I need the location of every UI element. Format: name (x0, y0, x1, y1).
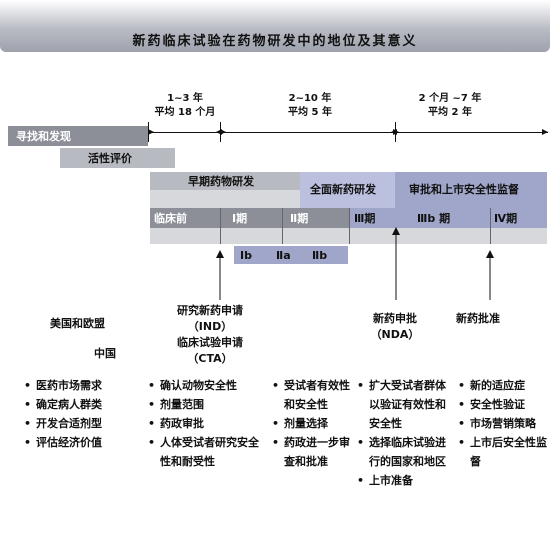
subphase-row (234, 246, 348, 264)
divider (349, 208, 350, 244)
list-item: 新的适应症 (458, 376, 548, 395)
phase-3: Ⅲ期 (350, 208, 395, 228)
milestone-ind-cta: 研究新药申请 （IND） 临床试验申请 （CTA） (160, 303, 260, 367)
phase-preclinical: 临床前 (154, 212, 187, 225)
region-us-eu: 美国和欧盟 (50, 317, 105, 330)
bar-activity: 活性评价 (60, 148, 175, 168)
timeline-line (148, 132, 548, 133)
cta-abbr: （CTA） (187, 352, 233, 365)
early-strip (150, 190, 300, 208)
milestone-nda: 新药申批 （NDA） (355, 311, 435, 343)
period-3: 2 个月 ~7 年 平均 2 年 (405, 92, 495, 120)
list-item: 确定病人群类 (24, 395, 142, 414)
phase-2: Ⅱ期 (290, 212, 309, 225)
ind-abbr: （IND） (187, 320, 233, 333)
list-item: 剂量选择 (272, 414, 352, 433)
title-banner (0, 0, 550, 52)
arrow-head (216, 250, 224, 258)
arrow-head (392, 227, 400, 235)
column-preclinical: 确认动物安全性 剂量范围 药政审批 人体受试者研究安全性和耐受性 (148, 376, 266, 471)
column-market: 医药市场需求 确定病人群类 开发合适剂型 评估经济价值 (24, 376, 142, 452)
phase-4: Ⅳ期 (490, 208, 547, 228)
list-item: 剂量范围 (148, 395, 266, 414)
list-item: 安全性验证 (458, 395, 548, 414)
period-1-range: 1~3 年 (167, 93, 203, 104)
list-item: 扩大受试者群体以验证有效性和安全性 (357, 376, 449, 433)
period-2-range: 2~10 年 (288, 93, 332, 104)
timeline-arrows (148, 129, 548, 135)
bar-full-development: 全面新药研发 (300, 172, 395, 208)
region-china: 中国 (94, 347, 116, 360)
nda-abbr: （NDA） (370, 328, 420, 341)
divider (490, 208, 491, 244)
list-item: 确认动物安全性 (148, 376, 266, 395)
cta-label: 临床试验申请 (177, 336, 243, 349)
bar-discovery: 寻找和发现 (8, 126, 148, 146)
column-phase3: 扩大受试者群体以验证有效性和安全性 选择临床试验进行的国家和地区 上市准备 (357, 376, 449, 490)
phase-1: Ⅰ期 (232, 212, 248, 225)
phase-strip (150, 228, 547, 244)
phase-3b: Ⅲb 期 (395, 208, 490, 228)
bar-approval-surveillance: 审批和上市安全性监督 (395, 172, 547, 208)
phase-2b: Ⅱb (312, 248, 328, 262)
column-phase2: 受试者有效性和安全性 剂量选择 药政进一步审查和批准 (272, 376, 352, 471)
list-item: 医药市场需求 (24, 376, 142, 395)
list-item: 市场营销策略 (458, 414, 548, 433)
arrow-head (486, 250, 494, 258)
divider (282, 208, 283, 244)
phase-2a: Ⅱa (276, 248, 291, 262)
divider (220, 208, 221, 244)
page-title: 新药临床试验在药物研发中的地位及其意义 (132, 34, 418, 49)
period-2-average: 平均 5 年 (288, 107, 332, 118)
list-item: 人体受试者研究安全性和耐受性 (148, 433, 266, 471)
period-3-average: 平均 2 年 (428, 107, 472, 118)
column-post-market: 新的适应症 安全性验证 市场营销策略 上市后安全性监督 (458, 376, 548, 471)
bar-early-development: 早期药物研发 (150, 172, 300, 190)
list-item: 药政进一步审查和批准 (272, 433, 352, 471)
list-item: 开发合适剂型 (24, 414, 142, 433)
period-1: 1~3 年 平均 18 个月 (145, 92, 225, 120)
milestone-approval: 新药批准 (456, 312, 500, 325)
list-item: 受试者有效性和安全性 (272, 376, 352, 414)
phase-1b: Ⅰb (240, 248, 252, 262)
ind-label: 研究新药申请 (177, 304, 243, 317)
period-3-range: 2 个月 ~7 年 (418, 93, 482, 104)
list-item: 评估经济价值 (24, 433, 142, 452)
arrow-head (542, 129, 548, 135)
list-item: 选择临床试验进行的国家和地区 (357, 433, 449, 471)
milestone-arrows (216, 227, 494, 300)
arrow-head (393, 129, 399, 135)
period-1-average: 平均 18 个月 (154, 107, 216, 118)
list-item: 上市后安全性监督 (458, 433, 548, 471)
nda-label: 新药申批 (373, 312, 417, 325)
arrow-head (220, 129, 226, 135)
list-item: 药政审批 (148, 414, 266, 433)
list-item: 上市准备 (357, 471, 449, 490)
arrow-head (148, 129, 154, 135)
period-2: 2~10 年 平均 5 年 (270, 92, 350, 120)
